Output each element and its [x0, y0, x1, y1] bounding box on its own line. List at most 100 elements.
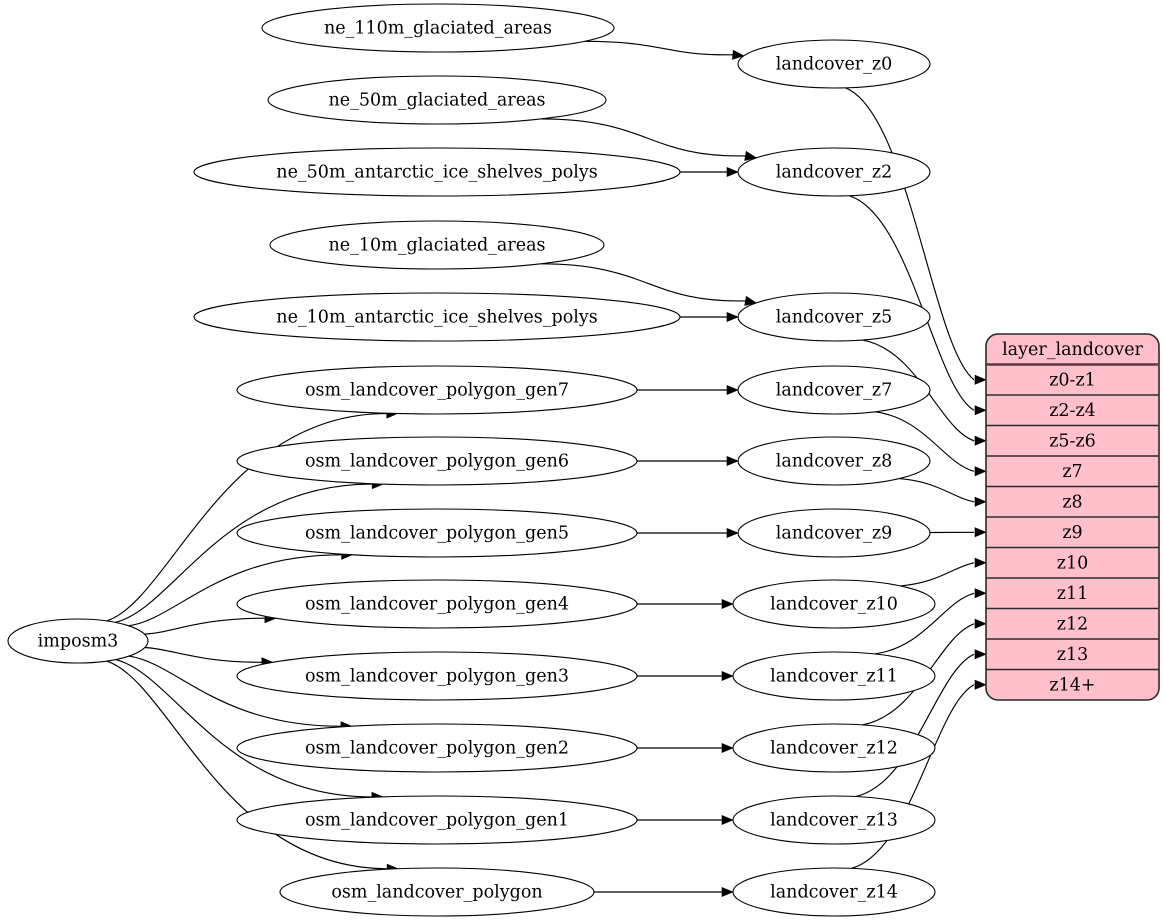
node-ellipse-landcover_z10 — [732, 579, 936, 629]
node-ellipse-landcover_z0 — [737, 39, 931, 89]
layer-table-row-z2-z4[interactable]: z2-z4 — [1049, 401, 1096, 421]
layer-landcover-table[interactable]: layer_landcoverz0-z1z2-z4z5-z6z7z8z9z10z… — [985, 333, 1160, 701]
node-osm_landcover_polygon[interactable]: osm_landcover_polygon — [279, 867, 595, 917]
edge-ne_50m_glaciated_areas-to-landcover_z2 — [541, 118, 746, 157]
edge-imposm3-to-osm_landcover_polygon_gen1 — [115, 659, 372, 798]
edge-arrowhead — [726, 527, 739, 539]
node-landcover_z2[interactable]: landcover_z2 — [737, 147, 931, 197]
edge-imposm3-to-osm_landcover_polygon_gen6 — [115, 483, 373, 623]
edge-imposm3-to-osm_landcover_polygon_gen7 — [106, 412, 387, 622]
layer-table-row-z8[interactable]: z8 — [1062, 492, 1082, 512]
layer-table-row-z7[interactable]: z7 — [1062, 462, 1082, 482]
node-ne_110m_glaciated_areas[interactable]: ne_110m_glaciated_areas — [261, 3, 615, 53]
edge-arrowhead — [974, 405, 987, 416]
node-ellipse-ne_50m_antarctic_ice_shelves_polys — [193, 147, 681, 197]
node-osm_landcover_polygon_gen7[interactable]: osm_landcover_polygon_gen7 — [236, 365, 638, 415]
node-landcover_z9[interactable]: landcover_z9 — [737, 508, 931, 558]
edge-imposm3-to-osm_landcover_polygon — [106, 660, 388, 870]
node-ellipse-landcover_z7 — [737, 365, 931, 415]
edge-arrowhead — [974, 496, 987, 507]
node-ellipse-ne_10m_glaciated_areas — [269, 220, 605, 270]
edge-arrowhead — [974, 466, 987, 477]
node-landcover_z12[interactable]: landcover_z12 — [732, 723, 936, 773]
node-ellipse-landcover_z5 — [737, 292, 931, 342]
node-label-landcover_z9: landcover_z9 — [776, 524, 893, 544]
node-osm_landcover_polygon_gen1[interactable]: osm_landcover_polygon_gen1 — [236, 795, 638, 845]
edge-landcover_z14-to-table-row-10 — [851, 684, 975, 869]
edge-arrowhead — [744, 295, 758, 306]
node-label-osm_landcover_polygon_gen1: osm_landcover_polygon_gen1 — [305, 811, 569, 831]
edge-imposm3-to-osm_landcover_polygon_gen5 — [128, 554, 342, 627]
edge-landcover_z0-to-table-row-0 — [845, 87, 975, 381]
node-ellipse-osm_landcover_polygon_gen6 — [236, 436, 638, 486]
node-landcover_z10[interactable]: landcover_z10 — [732, 579, 936, 629]
edge-imposm3-to-osm_landcover_polygon_gen3 — [144, 646, 262, 663]
node-ellipse-landcover_z13 — [732, 795, 936, 845]
node-label-landcover_z14: landcover_z14 — [770, 883, 898, 903]
layer-table-row-z0-z1[interactable]: z0-z1 — [1049, 370, 1096, 390]
edge-ne_10m_glaciated_areas-to-landcover_z5 — [540, 263, 746, 302]
node-osm_landcover_polygon_gen6[interactable]: osm_landcover_polygon_gen6 — [236, 436, 638, 486]
layer-table-row-z11[interactable]: z11 — [1057, 584, 1089, 604]
nodes-layer: imposm3 ne_110m_glaciated_areas ne_50m_gla… — [7, 3, 936, 917]
edge-landcover_z10-to-table-row-6 — [900, 562, 975, 587]
node-imposm3[interactable]: imposm3 — [7, 618, 149, 664]
edge-arrowhead — [721, 886, 734, 898]
node-osm_landcover_polygon_gen4[interactable]: osm_landcover_polygon_gen4 — [236, 579, 638, 629]
edge-arrowhead — [744, 150, 758, 161]
node-ne_50m_glaciated_areas[interactable]: ne_50m_glaciated_areas — [267, 75, 607, 125]
edge-arrowhead — [726, 455, 739, 467]
node-label-osm_landcover_polygon_gen3: osm_landcover_polygon_gen3 — [305, 667, 569, 687]
node-landcover_z0[interactable]: landcover_z0 — [737, 39, 931, 89]
edge-landcover_z13-to-table-row-9 — [855, 653, 975, 798]
node-ellipse-osm_landcover_polygon_gen1 — [236, 795, 638, 845]
node-label-imposm3: imposm3 — [38, 632, 119, 652]
layer-table-row-z14+[interactable]: z14+ — [1049, 675, 1095, 695]
layer-table-row-z9[interactable]: z9 — [1062, 523, 1082, 543]
node-label-osm_landcover_polygon_gen7: osm_landcover_polygon_gen7 — [305, 381, 569, 401]
node-ellipse-landcover_z2 — [737, 147, 931, 197]
edge-landcover_z2-to-table-row-1 — [848, 195, 975, 411]
node-label-landcover_z10: landcover_z10 — [770, 595, 898, 615]
node-landcover_z7[interactable]: landcover_z7 — [737, 365, 931, 415]
node-label-ne_10m_antarctic_ice_shelves_polys: ne_10m_antarctic_ice_shelves_polys — [276, 308, 597, 328]
node-label-landcover_z2: landcover_z2 — [776, 163, 893, 183]
layer-table-row-z13[interactable]: z13 — [1057, 645, 1089, 665]
node-osm_landcover_polygon_gen5[interactable]: osm_landcover_polygon_gen5 — [236, 508, 638, 558]
node-ellipse-landcover_z12 — [732, 723, 936, 773]
node-landcover_z5[interactable]: landcover_z5 — [737, 292, 931, 342]
node-landcover_z13[interactable]: landcover_z13 — [732, 795, 936, 845]
layer-table-row-z12[interactable]: z12 — [1057, 614, 1089, 634]
edge-landcover_z11-to-table-row-7 — [874, 592, 975, 655]
node-ne_50m_antarctic_ice_shelves_polys[interactable]: ne_50m_antarctic_ice_shelves_polys — [193, 147, 681, 197]
edge-arrowhead — [974, 557, 987, 568]
node-label-ne_10m_glaciated_areas: ne_10m_glaciated_areas — [329, 236, 546, 256]
layer-table-row-z5-z6[interactable]: z5-z6 — [1049, 431, 1096, 451]
edge-arrowhead — [721, 742, 734, 754]
layer-table-row-z10[interactable]: z10 — [1057, 553, 1089, 573]
node-ne_10m_antarctic_ice_shelves_polys[interactable]: ne_10m_antarctic_ice_shelves_polys — [193, 292, 681, 342]
node-label-osm_landcover_polygon_gen2: osm_landcover_polygon_gen2 — [305, 739, 569, 759]
edge-arrowhead — [726, 166, 739, 178]
node-landcover_z8[interactable]: landcover_z8 — [737, 436, 931, 486]
node-osm_landcover_polygon_gen2[interactable]: osm_landcover_polygon_gen2 — [236, 723, 638, 773]
node-label-landcover_z0: landcover_z0 — [776, 55, 893, 75]
edge-arrowhead — [721, 814, 734, 826]
node-ne_10m_glaciated_areas[interactable]: ne_10m_glaciated_areas — [269, 220, 605, 270]
node-label-ne_50m_antarctic_ice_shelves_polys: ne_50m_antarctic_ice_shelves_polys — [276, 163, 597, 183]
node-label-landcover_z5: landcover_z5 — [776, 308, 893, 328]
edge-arrowhead — [974, 588, 987, 599]
node-ellipse-osm_landcover_polygon — [279, 867, 595, 917]
edge-landcover_z8-to-table-row-4 — [899, 478, 975, 503]
node-landcover_z11[interactable]: landcover_z11 — [732, 651, 936, 701]
node-ellipse-ne_10m_antarctic_ice_shelves_polys — [193, 292, 681, 342]
edge-arrowhead — [721, 598, 734, 610]
edge-imposm3-to-osm_landcover_polygon_gen2 — [128, 655, 341, 727]
edge-arrowhead — [974, 618, 987, 629]
node-osm_landcover_polygon_gen3[interactable]: osm_landcover_polygon_gen3 — [236, 651, 638, 701]
edge-arrowhead — [721, 670, 734, 682]
node-ellipse-landcover_z14 — [732, 867, 936, 917]
edge-arrowhead — [726, 384, 739, 396]
node-ellipse-landcover_z9 — [737, 508, 931, 558]
node-landcover_z14[interactable]: landcover_z14 — [732, 867, 936, 917]
